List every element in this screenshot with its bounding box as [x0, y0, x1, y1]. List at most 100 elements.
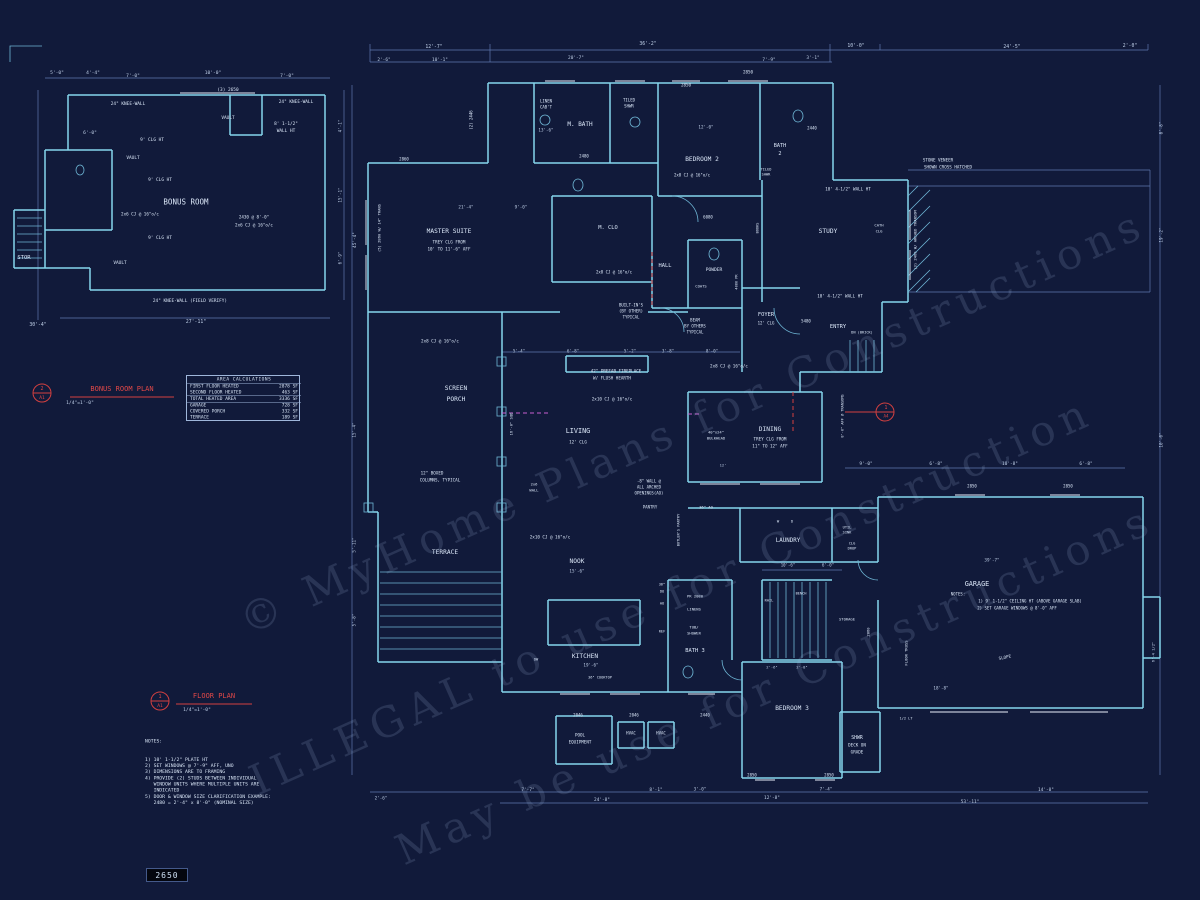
plan-label: 19'-2" — [1159, 227, 1164, 243]
plan-label: 2850 — [680, 83, 692, 88]
plan-label: BUILT-IN'S — [618, 303, 644, 308]
plan-label: 2) SET GARAGE WINDOWS @ 8'-0" AFF — [977, 606, 1057, 611]
notes-line: 3) DIMENSIONS ARE TO FRAMING — [145, 769, 226, 775]
plan-label: STONE VENEER — [922, 158, 954, 163]
plan-label: FOYER — [757, 311, 775, 318]
plan-label: 12' CLG — [757, 321, 775, 326]
plan-label: 12" BOXED — [420, 471, 444, 476]
plan-label: 2x6 CJ @ 16"o/c — [121, 212, 159, 217]
plan-label: 8' 1-1/2" — [274, 121, 298, 127]
plan-label: 27'-11" — [185, 319, 207, 325]
area-calculations-title: AREA CALCULATIONS — [187, 376, 301, 384]
plan-label: POWDER — [705, 267, 723, 273]
magenta-dashed-lines — [502, 412, 702, 415]
plan-label: SINK — [842, 530, 852, 535]
wall-lines — [13, 82, 1161, 779]
plan-label: STORAGE — [838, 617, 856, 622]
plan-label: HVAC — [656, 731, 666, 736]
plan-label: 2x8 CJ @ 16"o/c — [710, 364, 748, 369]
plan-label: SHWR — [851, 735, 863, 741]
plan-label: 2x10 CJ @ 16"o/c — [591, 397, 633, 402]
plan-label: 3'-8" — [661, 349, 675, 354]
plan-label: BONUS ROOM PLAN — [90, 385, 154, 394]
plan-label: VAULT — [221, 115, 235, 121]
plan-label: 2x6 CJ @ 16"o/c — [235, 223, 273, 228]
plan-label: BY OTHERS — [684, 324, 706, 329]
plan-label: 45'-4" — [352, 232, 358, 248]
plan-label: 16'-0" SQD — [509, 412, 514, 436]
plan-label: 8'-0" AFF @ TRANSOMS — [840, 394, 845, 438]
plan-label: 8'-0" — [705, 349, 719, 354]
red-markers — [32, 383, 895, 711]
window-lines — [180, 80, 1108, 781]
plan-label: GARAGE — [964, 580, 990, 589]
plan-label: SHOWN CROSS HATCHED — [923, 165, 973, 170]
plan-label: M. CLO — [598, 224, 618, 231]
plan-label: 6080 — [703, 215, 713, 220]
plan-label: 20'-7" — [568, 55, 584, 61]
plan-label: 10'-0" — [204, 70, 222, 76]
plan-label: LAUNDRY — [775, 537, 801, 544]
plan-label: 21'-4" — [458, 205, 474, 210]
plan-label: 2x8 CJ @ 16"o/c — [595, 270, 633, 275]
plan-label: 7'-0" — [280, 73, 294, 79]
plan-label: COLUMNS, TYPICAL — [419, 478, 461, 483]
plan-label: SHOWER — [687, 631, 701, 636]
plan-label: FLOOR PLAN — [192, 692, 236, 701]
plan-label: 1) 9' 1-1/2" CEILING HT (ABOVE GARAGE SL… — [978, 599, 1082, 604]
plan-label: GRADE — [850, 750, 864, 755]
plan-label: 13'-6" — [538, 128, 554, 133]
plan-label: BEDROOM 3 — [775, 705, 809, 712]
plan-label: 24" KNEE-WALL — [278, 99, 314, 105]
plan-label: 8'-8" — [1159, 121, 1164, 135]
plan-label: 5'-8" — [352, 613, 357, 627]
plan-label: WALL HT — [276, 128, 296, 134]
notes-line: 2) SET WINDOWS @ 7'-9" AFF, UNO — [145, 763, 234, 769]
plan-label: 6'-0" — [83, 130, 97, 136]
plan-label: W — [776, 519, 780, 524]
plan-label: A1 — [39, 395, 45, 401]
plan-label: MASTER SUITE — [426, 228, 472, 235]
plan-label: TILED — [760, 167, 772, 172]
plan-label: 15'-1" — [338, 187, 343, 203]
plan-label: 8'-1" — [649, 787, 663, 793]
plan-label: REF — [658, 629, 666, 634]
plan-label: 9' CLG HT — [140, 137, 164, 143]
plan-label: KITCHEN — [571, 653, 599, 660]
plan-label: DECK ON — [848, 743, 866, 748]
plan-label: PORCH — [446, 396, 466, 403]
plan-label: 7'-4" — [819, 787, 833, 792]
plan-label: 5'-0" — [50, 70, 64, 76]
plan-label: 1/4"=1'-0" — [183, 707, 211, 713]
plan-label: TILED — [622, 98, 636, 103]
plan-label: CATH — [874, 223, 884, 228]
plan-label: 2850 — [824, 773, 834, 778]
plan-label: 10'-0" — [1159, 432, 1164, 448]
notes-line: 2480 = 2'-4" x 8'-0" (NOMINAL SIZE) — [145, 800, 254, 806]
plan-label: TUB/ — [689, 625, 699, 630]
plan-label: 2850 — [1063, 484, 1073, 489]
plan-label: (BY OTHER) — [618, 309, 644, 314]
plan-label: ENTRY — [829, 323, 847, 330]
notes-line: 1) 10' 1-1/2" PLATE HT — [145, 756, 208, 763]
plan-label: LIVING — [565, 427, 591, 436]
plan-label: 12'-0" — [698, 125, 714, 130]
plan-label: 4'-1" — [338, 119, 343, 133]
plan-label: (2) 2446 — [469, 110, 474, 130]
plan-label: 36'-2" — [639, 41, 657, 47]
plan-label: 19'-6" — [583, 663, 599, 668]
plan-label: 2'-6" — [766, 665, 778, 670]
plan-label: 12' — [719, 463, 727, 468]
plan-label: 2'-6" — [374, 796, 388, 801]
plan-label: POOL — [574, 733, 586, 738]
plan-label: 24'-5" — [1003, 44, 1021, 50]
plan-label: BEAM — [690, 318, 700, 323]
plan-label: 9' CLG HT — [148, 177, 172, 183]
plan-label: HALL — [658, 262, 672, 269]
